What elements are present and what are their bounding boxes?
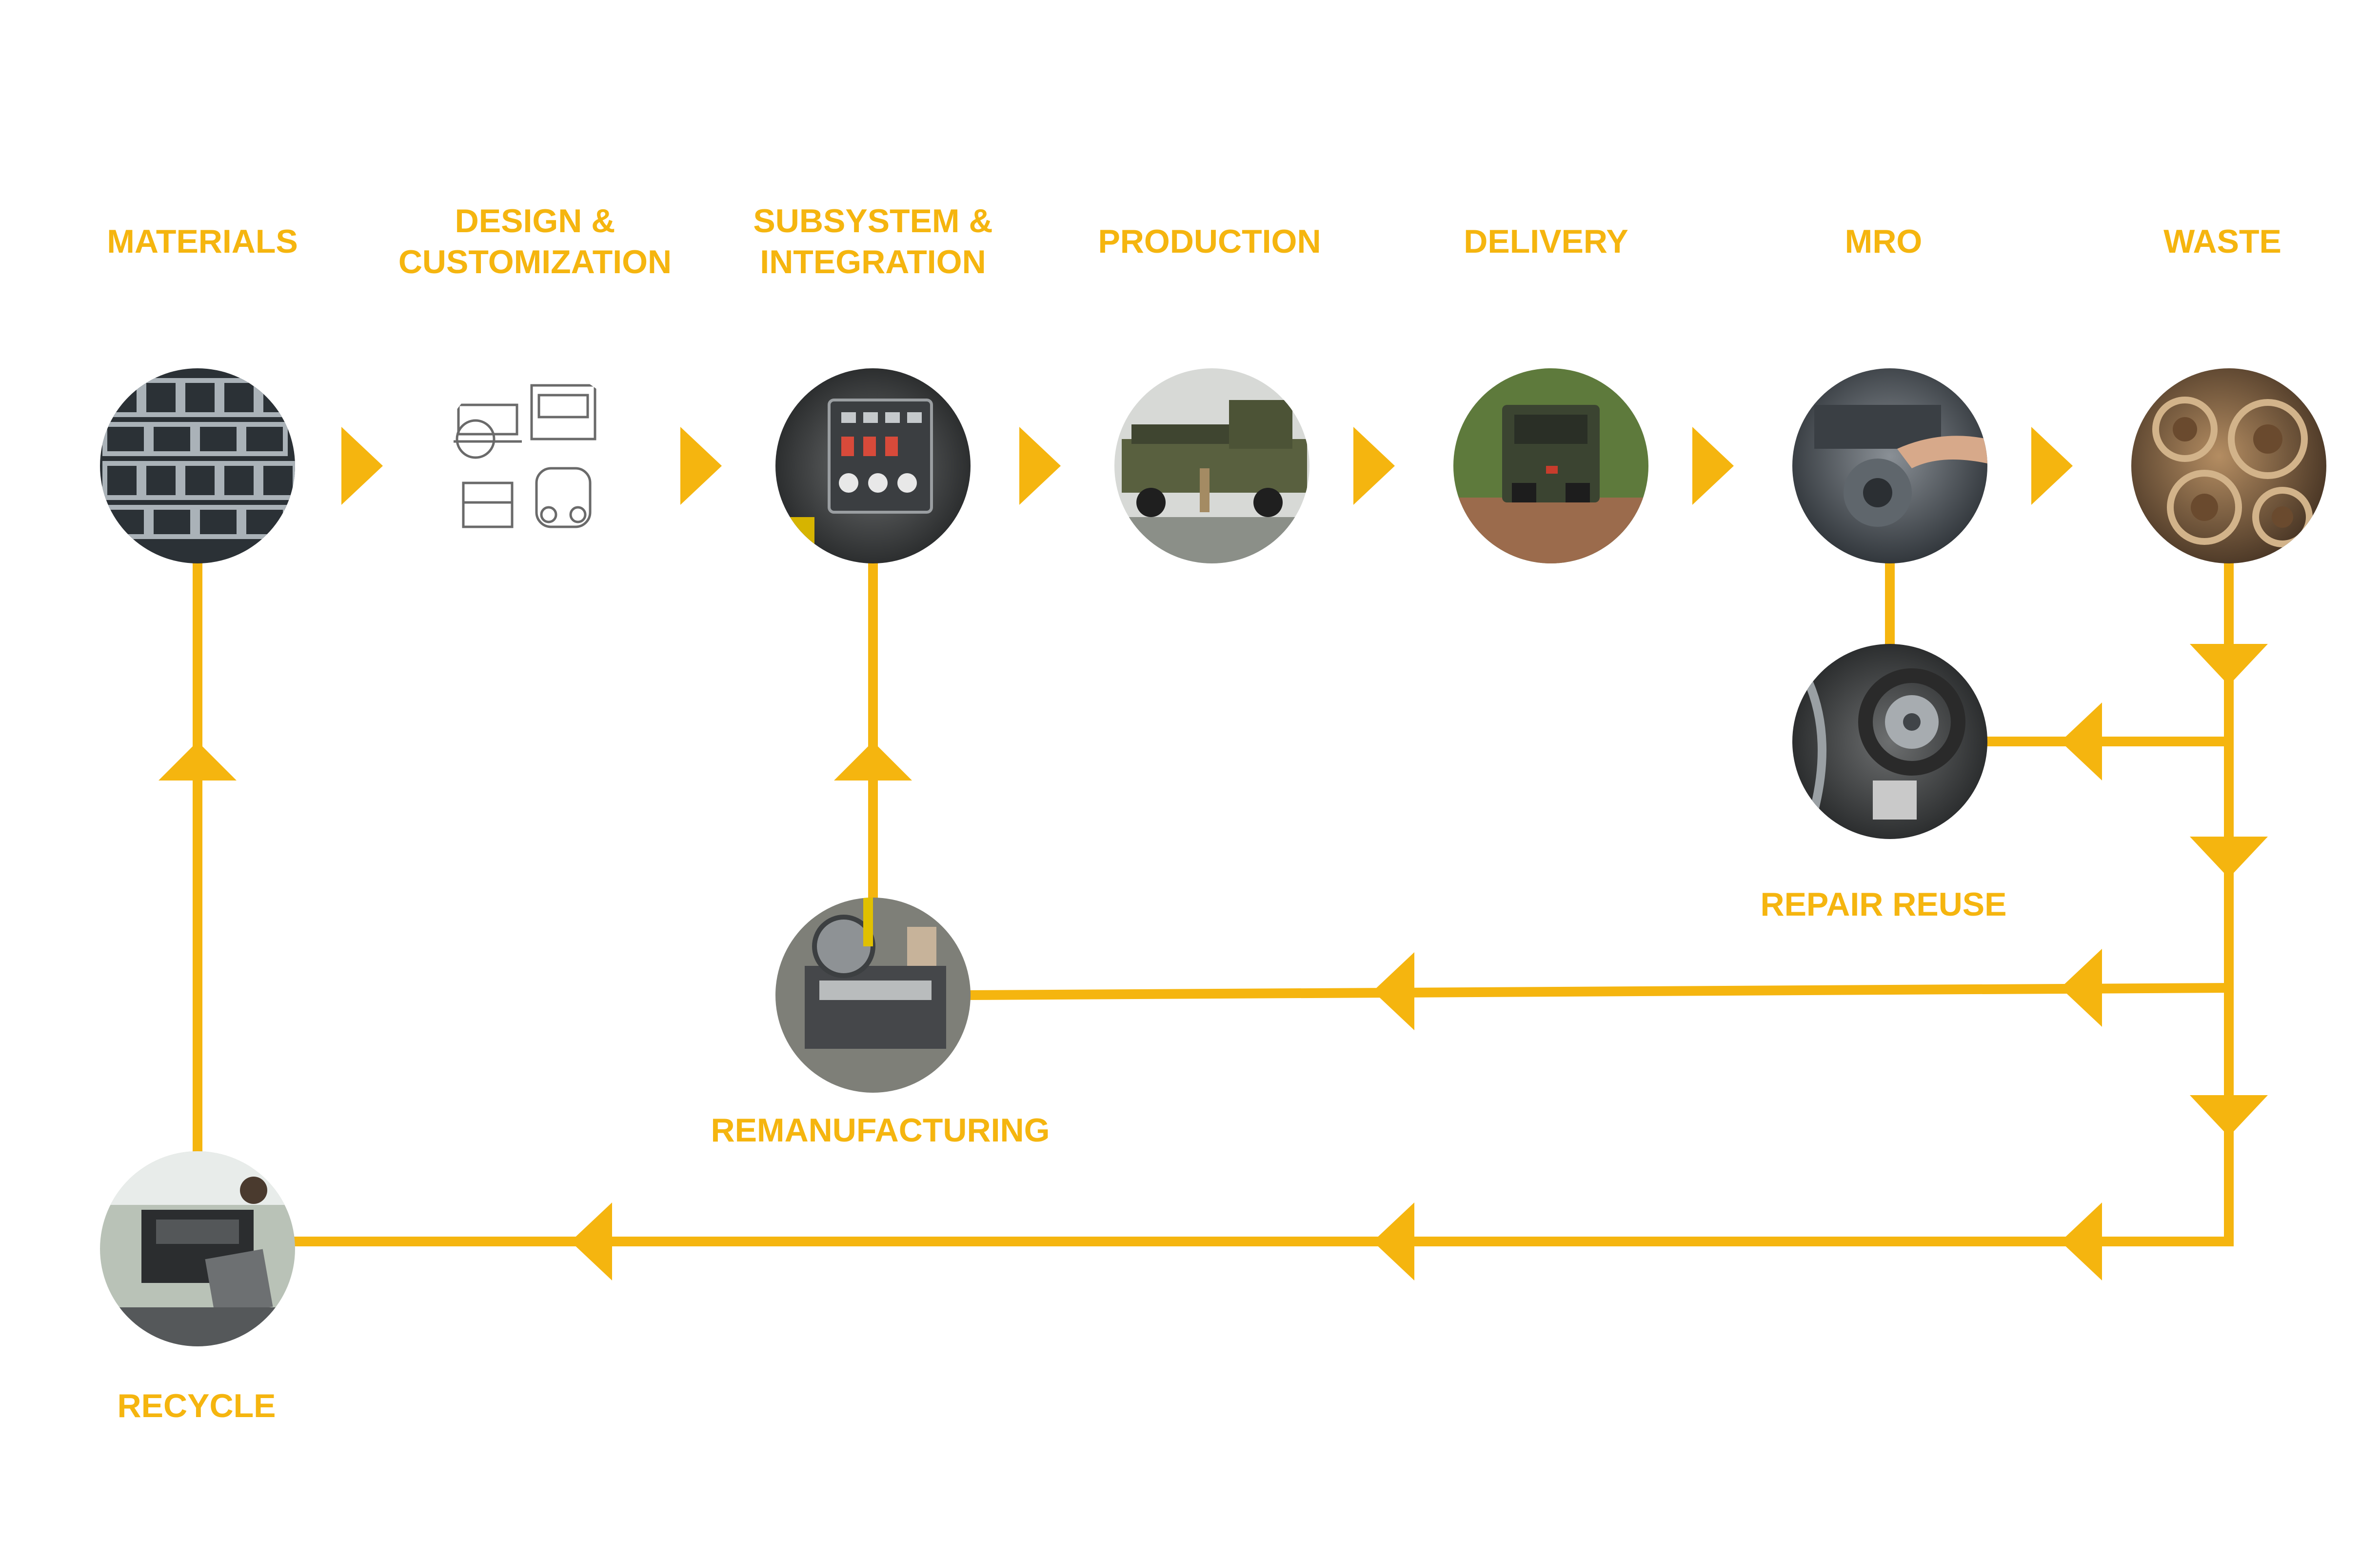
arrow-down-icon	[2190, 644, 2268, 685]
remanufacturing-branch-line	[965, 982, 2234, 1001]
arrow-down-icon	[2190, 1095, 2268, 1137]
arrow-right-icon	[1019, 427, 1061, 505]
gears-scrap-photo	[2131, 368, 2326, 563]
stage-label-design: DESIGN & CUSTOMIZATION	[398, 202, 672, 280]
truck-assembly-photo	[1114, 368, 1309, 563]
stage-label-mro: MRO	[1844, 223, 1923, 260]
engine-repair-photo	[1792, 368, 1987, 563]
timing-belt-photo	[1792, 644, 1987, 839]
arrow-left-icon	[2061, 1202, 2102, 1281]
workshop-photo	[100, 1151, 295, 1346]
loop-label-recycle: RECYCLE	[117, 1387, 276, 1424]
loop-label-repair-reuse: REPAIR REUSE	[1760, 886, 2007, 923]
arrow-left-icon	[2061, 702, 2102, 780]
steel-tubes-photo	[100, 368, 295, 563]
arrow-right-icon	[1353, 427, 1395, 505]
stage-label-waste: WASTE	[2163, 223, 2281, 260]
arrow-right-icon	[341, 427, 383, 505]
stage-label-production: PRODUCTION	[1098, 223, 1321, 260]
technical-drawing-photo	[439, 368, 634, 563]
arrow-left-icon	[571, 1202, 612, 1281]
arrow-up-icon	[159, 741, 237, 780]
military-truck-photo	[1453, 368, 1648, 563]
loop-label-remanufacturing: REMANUFACTURING	[711, 1112, 1050, 1149]
stage-label-materials: MATERIALS	[107, 223, 298, 260]
flow-arrows	[159, 427, 2268, 1281]
arrow-right-icon	[2031, 427, 2073, 505]
arrow-right-icon	[680, 427, 722, 505]
arrow-left-icon	[1373, 952, 1414, 1030]
arrow-left-icon	[1373, 1202, 1414, 1281]
arrow-down-icon	[2190, 837, 2268, 878]
engine-block-photo	[775, 898, 971, 1093]
arrow-up-icon	[834, 741, 912, 780]
stage-label-subsystem: SUBSYSTEM & INTEGRATION	[753, 202, 993, 280]
control-panel-photo	[775, 368, 971, 563]
stage-label-delivery: DELIVERY	[1464, 223, 1628, 260]
arrow-right-icon	[1692, 427, 1734, 505]
arrow-left-icon	[2061, 949, 2102, 1027]
